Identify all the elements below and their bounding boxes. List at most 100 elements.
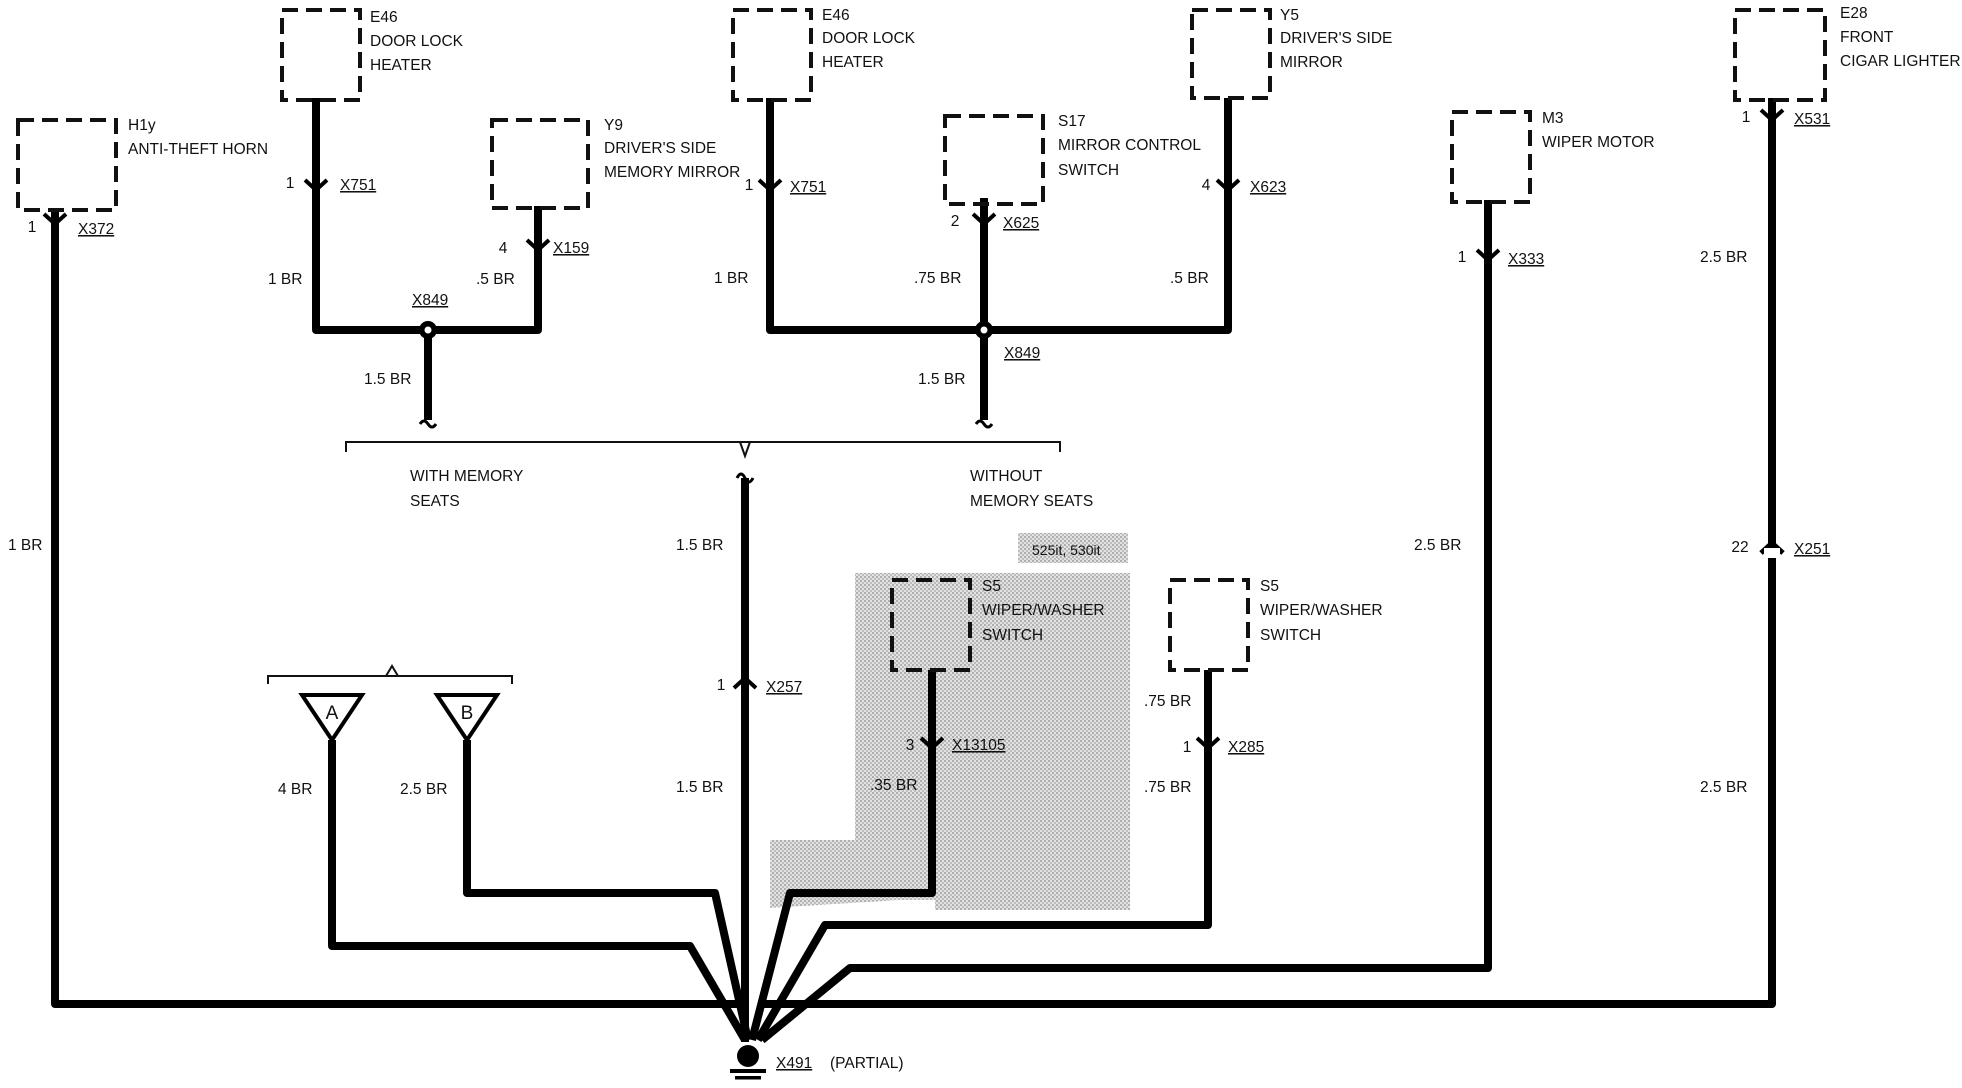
gauge-s5b-top: .75 BR <box>1144 693 1191 710</box>
gauge-ground-b: 2.5 BR <box>400 781 447 798</box>
s17-desc1: MIRROR CONTROL <box>1058 137 1201 154</box>
gauge-s17: .75 BR <box>914 270 961 287</box>
component-labels: H1y ANTI-THEFT HORN E46 DOOR LOCK HEATER… <box>128 5 1961 644</box>
option-labels: WITH MEMORY SEATS WITHOUT MEMORY SEATS 5… <box>410 468 1101 558</box>
x251-id: X251 <box>1794 541 1830 558</box>
x372-pin: 1 <box>28 219 37 236</box>
x623-pin: 4 <box>1202 177 1211 194</box>
gauge-h1y: 1 BR <box>8 537 42 554</box>
gauge-y5: .5 BR <box>1170 270 1209 287</box>
wire-e46b <box>766 98 1232 334</box>
option-without-line2: MEMORY SEATS <box>970 493 1093 510</box>
wire-break-marks <box>418 419 1780 558</box>
x751b-pin: 1 <box>745 177 754 194</box>
x625-id: X625 <box>1003 215 1039 232</box>
wire-ground-b <box>463 740 752 1041</box>
x257-pin: 1 <box>717 677 726 694</box>
ground-b-triangle <box>433 693 501 744</box>
gauge-ground-a: 4 BR <box>278 781 312 798</box>
wire-ground-a <box>328 740 749 1043</box>
y9-code: Y9 <box>604 117 623 134</box>
y9-desc2: MEMORY MIRROR <box>604 164 740 181</box>
component-e46b-box <box>731 8 813 102</box>
gauge-y9: .5 BR <box>476 271 515 288</box>
x251-pin: 22 <box>1731 539 1748 556</box>
component-e28-box <box>1733 8 1827 102</box>
e28-code: E28 <box>1840 5 1868 22</box>
component-boxes <box>16 8 1827 672</box>
s5a-desc2: SWITCH <box>982 627 1043 644</box>
x372-id: X372 <box>78 221 114 238</box>
wire-h1y <box>51 212 740 1008</box>
e46b-desc1: DOOR LOCK <box>822 30 916 47</box>
m3-desc1: WIPER MOTOR <box>1542 134 1655 151</box>
s5a-code: S5 <box>982 578 1001 595</box>
model-option-shaded-region <box>770 533 1130 910</box>
x531-id: X531 <box>1794 111 1830 128</box>
e46b-code: E46 <box>822 7 850 24</box>
e46a-desc2: HEATER <box>370 57 432 74</box>
option-brace <box>267 441 1061 684</box>
ground-point-x491: X491 (PARTIAL) <box>730 1045 904 1080</box>
ground-triangles: A B <box>298 693 501 744</box>
y5-code: Y5 <box>1280 7 1299 24</box>
splice-marks <box>419 321 993 339</box>
gauge-s5b-bottom: .75 BR <box>1144 779 1191 796</box>
wire-e28 <box>760 98 1776 1008</box>
x13105-pin: 3 <box>906 737 915 754</box>
x285-id: X285 <box>1228 739 1264 756</box>
option-with-line1: WITH MEMORY <box>410 468 523 485</box>
x625-pin: 2 <box>951 213 960 230</box>
y5-desc1: DRIVER'S SIDE <box>1280 30 1392 47</box>
component-h1y-box <box>16 118 118 212</box>
e46b-desc2: HEATER <box>822 54 884 71</box>
gauge-e28-bottom: 2.5 BR <box>1700 779 1747 796</box>
gauge-e46b: 1 BR <box>714 270 748 287</box>
gauge-right-splice: 1.5 BR <box>918 371 965 388</box>
gauge-s5a: .35 BR <box>870 777 917 794</box>
ground-point-id: X491 <box>776 1055 812 1072</box>
ground-b-label: B <box>461 703 474 724</box>
s5b-desc1: WIPER/WASHER <box>1260 602 1383 619</box>
x751a-id: X751 <box>340 177 376 194</box>
gauge-m3: 2.5 BR <box>1414 537 1461 554</box>
x285-pin: 1 <box>1183 739 1192 756</box>
x13105-id: X13105 <box>952 737 1005 754</box>
option-with-line2: SEATS <box>410 493 460 510</box>
wire-s5b <box>754 670 1212 1043</box>
x159-id: X159 <box>553 240 589 257</box>
h1y-code: H1y <box>128 117 156 134</box>
x333-pin: 1 <box>1458 249 1467 266</box>
connector-marks <box>42 108 1785 751</box>
option-without-line1: WITHOUT <box>970 468 1043 485</box>
x531-pin: 1 <box>1742 109 1751 126</box>
e46a-code: E46 <box>370 9 398 26</box>
e46a-desc1: DOOR LOCK <box>370 33 464 50</box>
gauge-e28-top: 2.5 BR <box>1700 249 1747 266</box>
e28-desc2: CIGAR LIGHTER <box>1840 53 1961 70</box>
h1y-desc: ANTI-THEFT HORN <box>128 141 268 158</box>
wire-gauge-labels: 1 BR 1 BR .5 BR 1.5 BR 1 BR .75 BR .5 BR… <box>8 249 1747 798</box>
ground-a-triangle <box>298 693 366 744</box>
component-s17-box <box>943 114 1045 206</box>
wires <box>51 98 1776 1044</box>
s5b-desc2: SWITCH <box>1260 627 1321 644</box>
s17-code: S17 <box>1058 113 1086 130</box>
models-note: 525it, 530it <box>1032 542 1101 558</box>
s5b-code: S5 <box>1260 578 1279 595</box>
component-y9-box <box>490 118 590 210</box>
s17-desc2: SWITCH <box>1058 162 1119 179</box>
x623-id: X623 <box>1250 179 1286 196</box>
e28-desc1: FRONT <box>1840 29 1894 46</box>
x751a-pin: 1 <box>286 175 295 192</box>
component-s5a-box <box>890 578 972 672</box>
splice-right-id: X849 <box>1004 345 1040 362</box>
x333-id: X333 <box>1508 251 1544 268</box>
gauge-e46a: 1 BR <box>268 271 302 288</box>
y9-desc1: DRIVER'S SIDE <box>604 140 716 157</box>
component-y5-box <box>1190 8 1272 100</box>
x751b-id: X751 <box>790 179 826 196</box>
gauge-center-top: 1.5 BR <box>676 537 723 554</box>
splice-left-id: X849 <box>412 292 448 309</box>
